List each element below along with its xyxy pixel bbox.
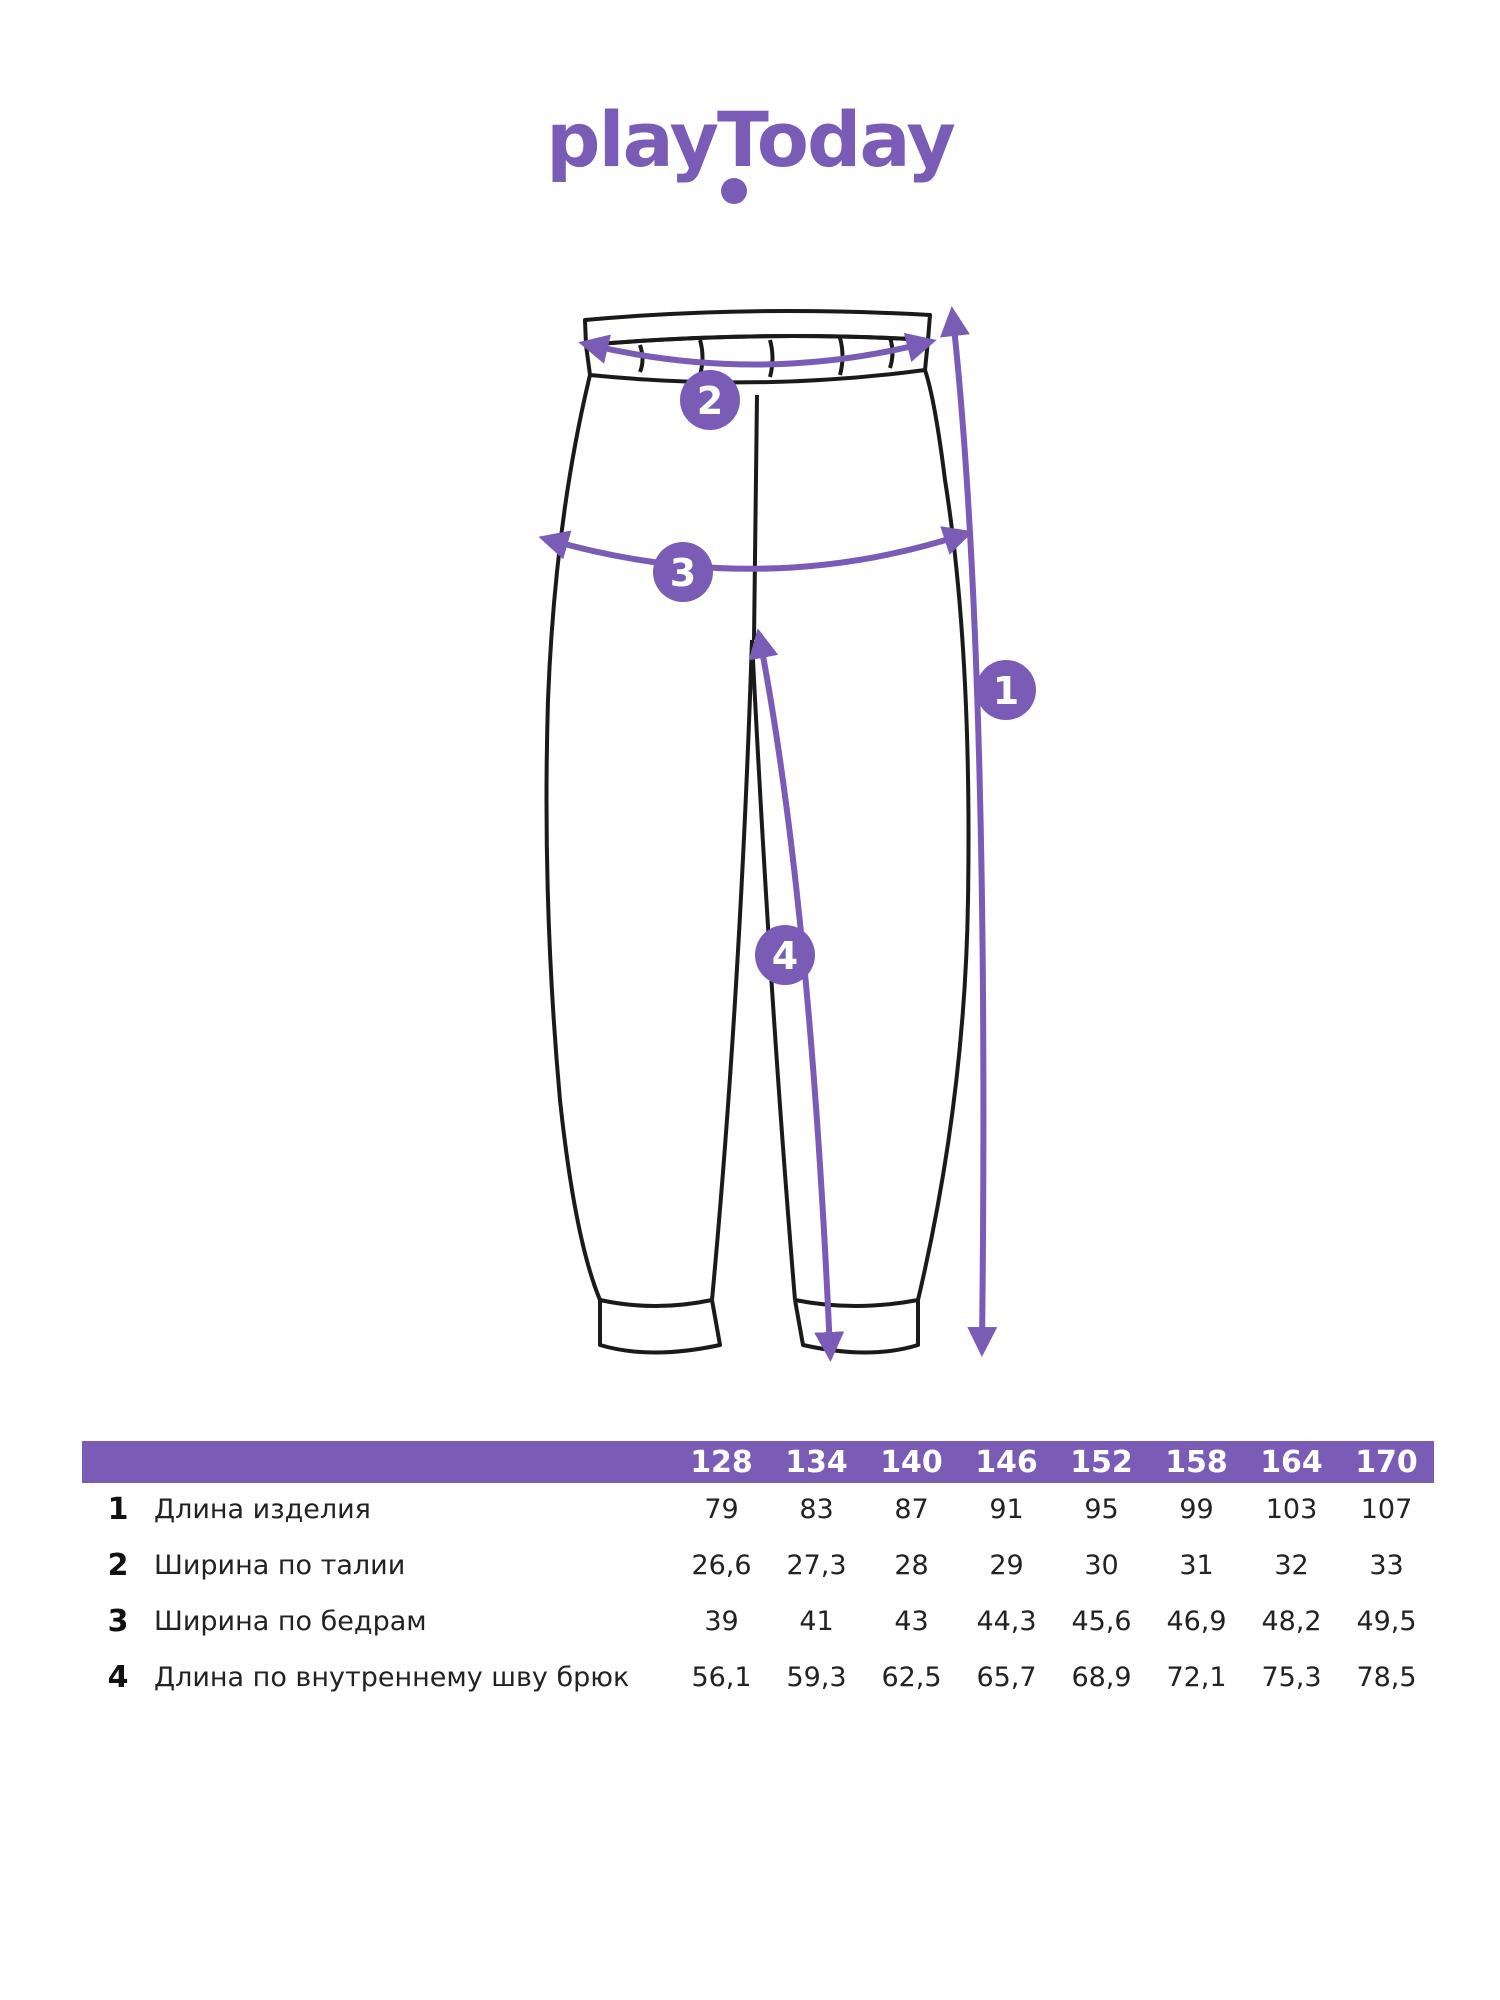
badge-4: 4 xyxy=(755,925,815,985)
size-chart: 128 134 140 146 152 158 164 170 1 Длина … xyxy=(82,1441,1434,1707)
pants-diagram: 1 2 3 4 xyxy=(538,306,1036,1362)
size-header: 164 xyxy=(1260,1444,1323,1480)
size-header: 134 xyxy=(785,1444,848,1480)
measurement-arrows xyxy=(538,306,998,1362)
row-number: 4 xyxy=(107,1660,129,1695)
cell-value: 43 xyxy=(894,1606,929,1637)
cell-value: 59,3 xyxy=(786,1662,847,1693)
cell-value: 91 xyxy=(989,1494,1024,1525)
cell-value: 99 xyxy=(1179,1494,1214,1525)
arrow-2-waist xyxy=(578,332,937,368)
badge-1: 1 xyxy=(976,660,1036,720)
cell-value: 78,5 xyxy=(1356,1662,1417,1693)
table-row: 1 Длина изделия 79 83 87 91 95 99 103 10… xyxy=(82,1483,1434,1539)
table-row: 3 Ширина по бедрам 39 41 43 44,3 45,6 46… xyxy=(82,1595,1434,1651)
cell-value: 29 xyxy=(989,1550,1024,1581)
size-header: 158 xyxy=(1165,1444,1228,1480)
cell-value: 27,3 xyxy=(786,1550,847,1581)
row-label: Длина изделия xyxy=(154,1494,371,1525)
size-header: 140 xyxy=(880,1444,943,1480)
cell-value: 103 xyxy=(1265,1494,1318,1525)
row-label: Ширина по талии xyxy=(154,1550,406,1581)
cell-value: 26,6 xyxy=(691,1550,752,1581)
badge-3: 3 xyxy=(653,542,713,602)
badge-2: 2 xyxy=(680,370,740,430)
cell-value: 95 xyxy=(1084,1494,1119,1525)
arrow-1-length xyxy=(940,306,998,1357)
row-number: 3 xyxy=(107,1604,129,1639)
cell-value: 41 xyxy=(799,1606,834,1637)
brand-logo: playToday xyxy=(546,95,956,184)
cell-value: 75,3 xyxy=(1261,1662,1322,1693)
table-row: 4 Длина по внутреннему шву брюк 56,1 59,… xyxy=(82,1651,1434,1707)
cell-value: 45,6 xyxy=(1071,1606,1132,1637)
arrow-3-hips xyxy=(538,526,974,572)
cell-value: 56,1 xyxy=(691,1662,752,1693)
size-header: 170 xyxy=(1355,1444,1418,1480)
cell-value: 72,1 xyxy=(1166,1662,1227,1693)
logo-dot xyxy=(721,178,747,204)
cell-value: 44,3 xyxy=(976,1606,1037,1637)
cell-value: 83 xyxy=(799,1494,834,1525)
cell-value: 49,5 xyxy=(1356,1606,1417,1637)
cell-value: 107 xyxy=(1360,1494,1413,1525)
cell-value: 87 xyxy=(894,1494,929,1525)
badge-3-label: 3 xyxy=(670,551,696,595)
size-header: 152 xyxy=(1070,1444,1133,1480)
table-row: 2 Ширина по талии 26,6 27,3 28 29 30 31 … xyxy=(82,1539,1434,1595)
badge-2-label: 2 xyxy=(697,379,723,423)
cell-value: 62,5 xyxy=(881,1662,942,1693)
size-header: 146 xyxy=(975,1444,1038,1480)
size-table: 128 134 140 146 152 158 164 170 1 Длина … xyxy=(82,1441,1434,1707)
cell-value: 31 xyxy=(1179,1550,1214,1581)
cell-value: 39 xyxy=(704,1606,739,1637)
row-number: 1 xyxy=(107,1492,129,1527)
pants-outline xyxy=(544,309,971,1355)
cell-value: 28 xyxy=(894,1550,929,1581)
badge-4-label: 4 xyxy=(772,934,798,978)
size-header: 128 xyxy=(690,1444,753,1480)
cell-value: 65,7 xyxy=(976,1662,1037,1693)
cell-value: 79 xyxy=(704,1494,739,1525)
size-header-row: 128 134 140 146 152 158 164 170 xyxy=(82,1441,1434,1483)
cell-value: 46,9 xyxy=(1166,1606,1227,1637)
cell-value: 68,9 xyxy=(1071,1662,1132,1693)
cell-value: 32 xyxy=(1274,1550,1309,1581)
cell-value: 30 xyxy=(1084,1550,1119,1581)
row-label: Ширина по бедрам xyxy=(154,1606,427,1637)
cell-value: 33 xyxy=(1369,1550,1404,1581)
row-number: 2 xyxy=(107,1548,129,1583)
row-label: Длина по внутреннему шву брюк xyxy=(154,1662,630,1693)
cell-value: 48,2 xyxy=(1261,1606,1322,1637)
badge-1-label: 1 xyxy=(993,669,1019,713)
